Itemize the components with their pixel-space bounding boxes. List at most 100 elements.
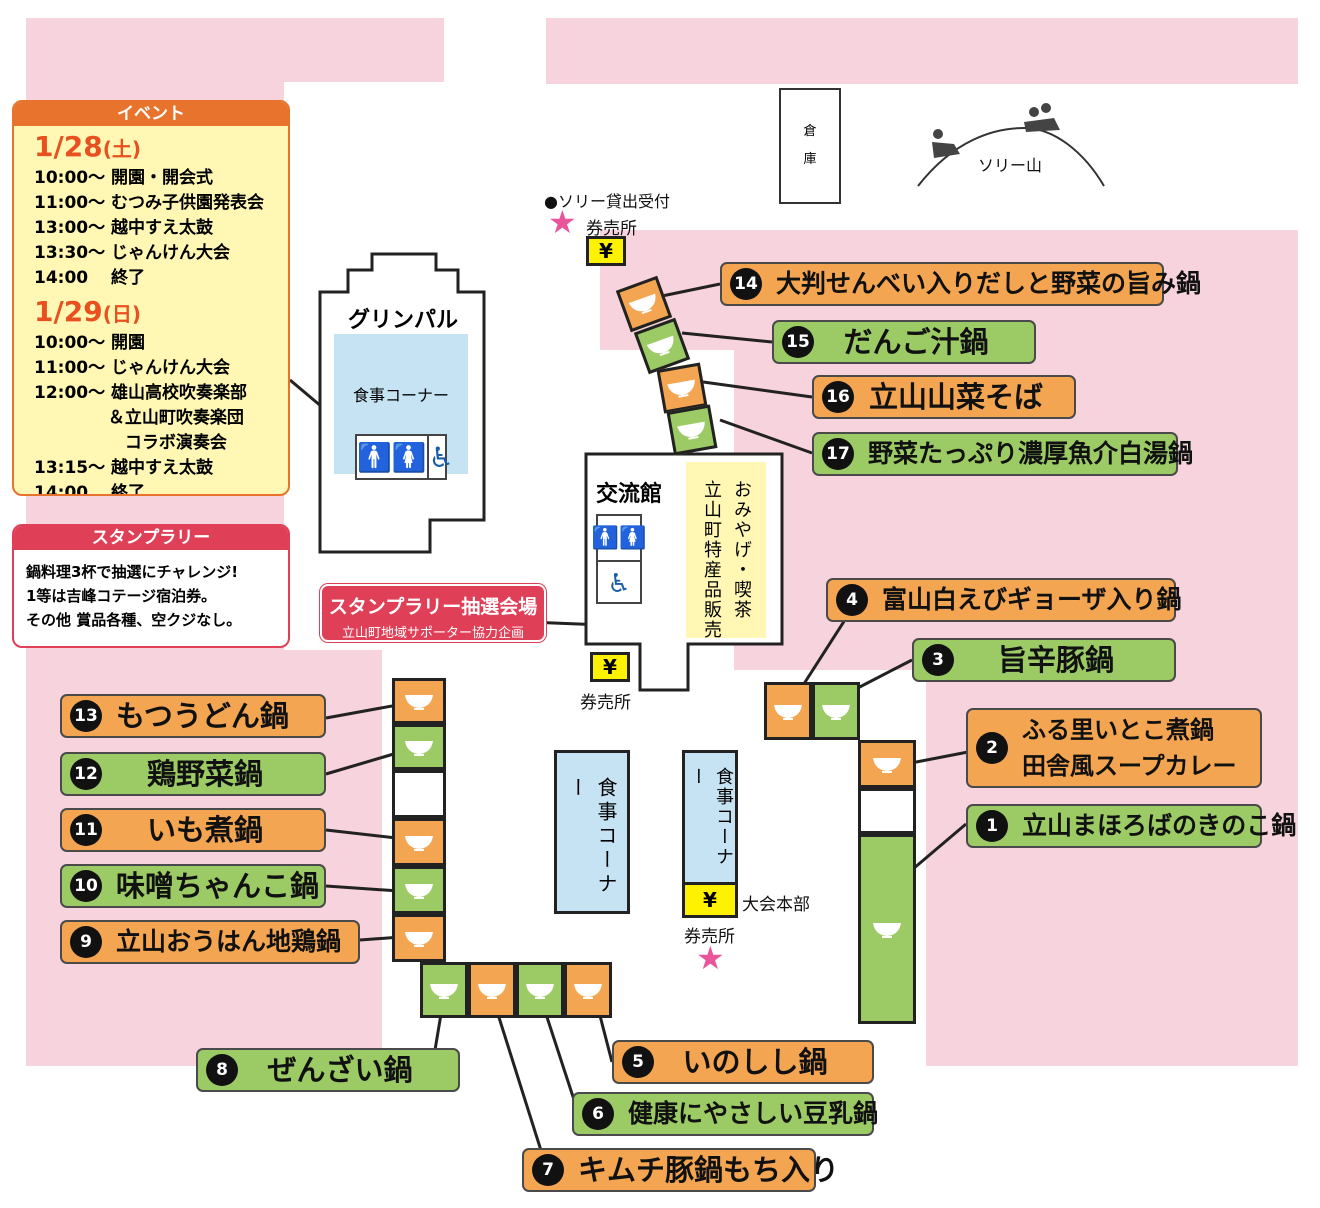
stall-number-badge: 12 xyxy=(70,758,102,790)
event-item: 11:00～ じゃんけん大会 xyxy=(34,358,231,378)
stall-name: ぜんざい鍋 xyxy=(267,1053,413,1087)
stall-number-badge: 16 xyxy=(822,381,854,413)
bowl-icon xyxy=(405,741,433,756)
bowl-icon xyxy=(574,984,602,999)
stall-number-badge: 3 xyxy=(922,644,954,676)
stall-booth xyxy=(420,962,468,1018)
stall-number-badge: 10 xyxy=(70,870,102,902)
ticket-label-kouryukan: 券売所 xyxy=(580,693,631,713)
stall-name: 旨辛豚鍋 xyxy=(997,643,1114,677)
stall-label-2: 2 ふる里いとこ煮鍋 田舎風スープカレー xyxy=(966,708,1262,788)
stall-label-14: 14 大判せんべい入りだしと野菜の旨み鍋 xyxy=(720,262,1201,306)
bowl-icon xyxy=(646,335,674,357)
stall-booth xyxy=(656,362,708,414)
stall-number-badge: 13 xyxy=(70,700,102,732)
stall-label-13: 13 もつうどん鍋 xyxy=(60,694,326,738)
stall-number-badge: 5 xyxy=(622,1046,654,1078)
sledge-hill-label: ソリー山 xyxy=(978,156,1043,175)
event-item: ＆立山町吹奏楽団 xyxy=(34,408,244,428)
event-day2-list: 10:00～ 開園 11:00～ じゃんけん大会 12:00～ 雄山高校吹奏楽部 ＆… xyxy=(34,331,288,496)
stall-number-badge: 8 xyxy=(206,1054,238,1086)
stall-booth xyxy=(764,682,812,740)
stall-booth xyxy=(633,317,691,375)
bowl-icon xyxy=(677,421,705,440)
stall-booth xyxy=(858,834,916,1024)
stall-name: ふる里いとこ煮鍋 田舎風スープカレー xyxy=(1022,716,1237,780)
stall-name: いのしし鍋 xyxy=(682,1045,828,1079)
bowl-icon xyxy=(526,984,554,999)
event-item: コラボ演奏会 xyxy=(34,433,227,453)
stall-booth xyxy=(516,962,564,1018)
stall-number-badge: 15 xyxy=(782,326,814,358)
stamp-venue-sign: スタンプラリー抽選会場 立山町地域サポーター協力企画 xyxy=(320,584,546,642)
ticket-label-top: 券売所 xyxy=(586,219,637,239)
stall-name: 健康にやさしい豆乳鍋 xyxy=(628,1099,879,1128)
event-item: 10:00～ 開園 xyxy=(34,333,146,353)
bowl-icon xyxy=(774,705,802,720)
stall-label-5: 5 いのしし鍋 xyxy=(612,1040,874,1084)
stall-booth xyxy=(812,682,860,740)
event-item: 12:00～ 雄山高校吹奏楽部 xyxy=(34,383,248,403)
event-item: 14:00 終了 xyxy=(34,483,146,496)
warehouse: 倉 庫 xyxy=(779,88,841,204)
event-item: 13:00～ 越中すえ太鼓 xyxy=(34,218,214,238)
restroom-icon: 🚹🚺 xyxy=(592,516,646,562)
stall-number-badge: 1 xyxy=(976,810,1008,842)
stamp-rally-panel: スタンプラリー 鍋料理3杯で抽選にチャレンジ!1等は吉峰コテージ宿泊券。その他 … xyxy=(12,524,290,648)
stall-number-badge: 11 xyxy=(70,814,102,846)
stall-name: いも煮鍋 xyxy=(146,813,263,847)
sled-rental-label: ●ソリー貸出受付 xyxy=(544,192,670,211)
stall-booth xyxy=(392,678,446,724)
stall-booth xyxy=(468,962,516,1018)
event-item: 14:00 終了 xyxy=(34,268,146,288)
stall-number-badge: 14 xyxy=(730,268,762,300)
stall-name: 野菜たっぷり濃厚魚介白湯鍋 xyxy=(868,439,1194,468)
wheelchair-icon: ♿ xyxy=(607,569,631,599)
stall-label-1: 1 立山まほろばのきのこ鍋 xyxy=(966,804,1296,848)
bowl-icon xyxy=(405,884,433,899)
stall-name: 大判せんべい入りだしと野菜の旨み鍋 xyxy=(776,269,1202,298)
sledge-hill xyxy=(917,103,1105,187)
ticket-label-hq: 券売所 xyxy=(684,927,735,947)
stall-number-badge: 2 xyxy=(976,732,1008,764)
ticket-booth-top: ¥ xyxy=(586,236,626,266)
grinpal-restroom-sign: 🚹🚺 ♿ xyxy=(355,434,454,480)
food-corner-right: 食事コーナー xyxy=(682,750,738,884)
stall-label-12: 12 鶏野菜鍋 xyxy=(60,752,326,796)
bowl-icon xyxy=(822,705,850,720)
event-item: 13:30～ じゃんけん大会 xyxy=(34,243,231,263)
stall-booth xyxy=(615,275,673,333)
kouryukan-title: 交流館 xyxy=(596,482,663,507)
stall-name: もつうどん鍋 xyxy=(116,699,289,733)
grinpal-title: グリンパル xyxy=(347,308,458,333)
hq-label: 大会本部 xyxy=(742,895,810,915)
stamp-venue-title: スタンプラリー抽選会場 xyxy=(328,596,538,618)
stall-number-badge: 6 xyxy=(582,1098,614,1130)
stall-booth xyxy=(858,788,916,834)
stall-number-badge: 9 xyxy=(70,926,102,958)
stall-number-badge: 7 xyxy=(532,1154,564,1186)
stall-label-6: 6 健康にやさしい豆乳鍋 xyxy=(572,1092,878,1136)
event-item: 13:15～ 越中すえ太鼓 xyxy=(34,458,214,478)
bowl-icon xyxy=(873,923,901,938)
stall-label-3: 3 旨辛豚鍋 xyxy=(912,638,1176,682)
event-date-1: 1/28(土) xyxy=(34,130,141,163)
stall-name: 立山まほろばのきのこ鍋 xyxy=(1022,811,1297,840)
stamp-rally-line: 1等は吉峰コテージ宿泊券。 xyxy=(26,587,217,605)
bowl-icon xyxy=(667,379,695,398)
stall-booth xyxy=(392,770,446,818)
wheelchair-icon: ♿ xyxy=(428,440,454,474)
stamp-rally-header: スタンプラリー xyxy=(14,526,288,550)
stall-booth xyxy=(392,866,446,914)
star-icon: ★ xyxy=(696,939,725,977)
stall-name: だんご汁鍋 xyxy=(843,325,989,359)
stall-booth xyxy=(666,404,718,456)
stall-name: 鶏野菜鍋 xyxy=(146,757,263,791)
kouryukan-restroom-sign: 🚹🚺 ♿ xyxy=(592,514,646,604)
